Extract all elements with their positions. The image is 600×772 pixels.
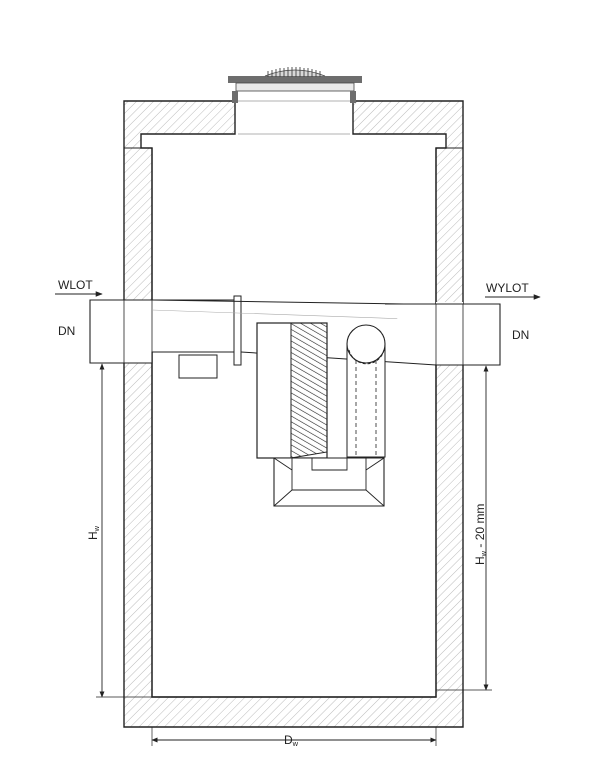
hw-20mm-label: Hw - 20 mm [473,504,488,565]
manhole-cover [228,67,362,135]
outlet-label: WYLOT [486,281,529,295]
dn-right-label: DN [512,328,529,342]
siphon-tube [346,324,386,460]
outlet-pipe [385,302,501,366]
inlet-label: WLOT [58,278,93,292]
dn-left-label: DN [58,324,75,338]
hw-label: Hw [86,525,101,540]
dimension-hw [96,363,152,698]
dimension-hw-20 [436,365,492,691]
dw-label: Dw [284,733,299,748]
bottom-trough [273,457,385,507]
dimension-dw [151,727,437,746]
lamella-chamber [256,322,328,459]
inlet-pipe [89,295,242,379]
